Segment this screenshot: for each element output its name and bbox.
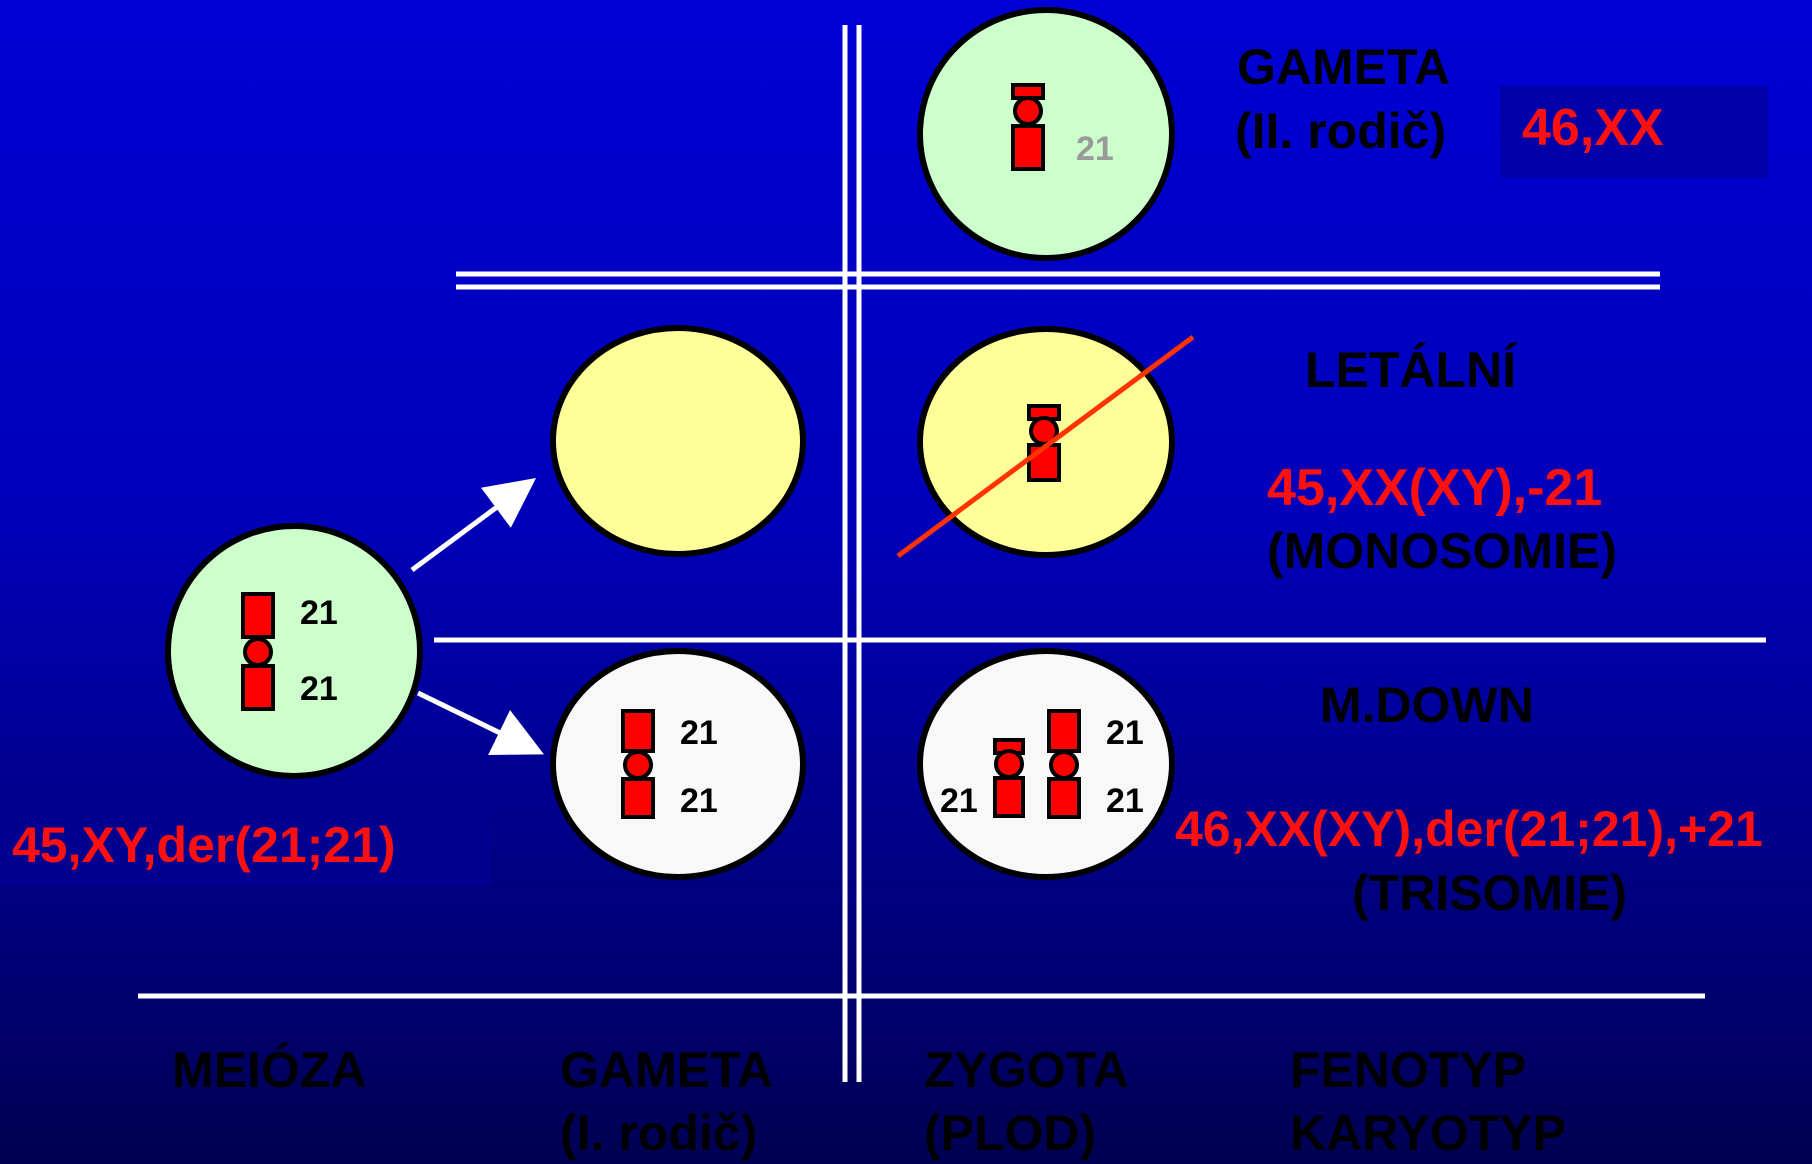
arrow-icon [410,478,537,573]
parent-karyotype: 45,XY,der(21;21) [12,817,396,873]
trisomy-karyotype: 46,XX(XY),der(21;21),+21 [1175,801,1763,857]
chromosome-number-left: 21 [940,782,978,820]
column-label-gamete-line1: GAMETA [560,1042,773,1098]
cross-out-line [896,334,1195,559]
zygote-monosomy [896,326,1195,559]
chromosome-icon [1047,709,1081,819]
column-label-zygote-line2: (PLOD) [924,1105,1096,1161]
chromosome-number: 21 [1076,130,1114,168]
gamete-second-parent: 21 [917,7,1175,261]
arrow-icon [416,690,544,755]
cell-circle [917,648,1175,880]
column-label-zygote-line1: ZYGOTA [924,1042,1129,1098]
karyotype-backdrop-parent [0,803,490,885]
column-label-gamete-line2: (I. rodič) [560,1105,757,1161]
chromosome-number-top: 21 [300,594,338,632]
chromosome-icon [241,592,275,711]
lethal-phenotype: LETÁLNÍ [1305,342,1517,398]
monosomy-karyotype: 45,XX(XY),-21 [1267,459,1602,517]
meiosis-parent-cell: 21 21 [165,523,423,779]
chromosome-number-bottom: 21 [680,782,718,820]
chromosome-number-top-right: 21 [1106,714,1144,752]
grid-lines [138,25,1766,1082]
chromosome-number-bottom-right: 21 [1106,782,1144,820]
cell-circle [550,648,806,880]
top-gamete-label-line2: (II. rodič) [1235,103,1446,159]
gamete-translocation: 21 21 [550,648,806,880]
chromosome-icon [1027,404,1061,482]
karyotype-backdrop-top [1500,86,1768,178]
chromosome-icon [621,709,655,819]
chromosome-number-bottom: 21 [300,670,338,708]
down-phenotype: M.DOWN [1320,677,1534,733]
gamete-empty-cell [550,325,806,557]
monosomy-note: (MONOSOMIE) [1267,523,1617,579]
cell-circle [917,7,1175,261]
zygote-trisomy: 21 21 21 [917,648,1175,880]
column-label-phenotype: FENOTYP [1290,1042,1526,1098]
column-label-meiosis: MEIÓZA [172,1042,366,1098]
chromosome-icon [1011,83,1045,171]
chromosome-icon [993,738,1025,818]
cell-circle [165,523,423,779]
chromosome-number-top: 21 [680,714,718,752]
top-gamete-label-line1: GAMETA [1237,39,1450,95]
top-gamete-karyotype: 46,XX [1522,99,1664,157]
column-label-karyotype: KARYOTYP [1290,1105,1566,1161]
trisomy-note: (TRISOMIE) [1352,865,1627,921]
